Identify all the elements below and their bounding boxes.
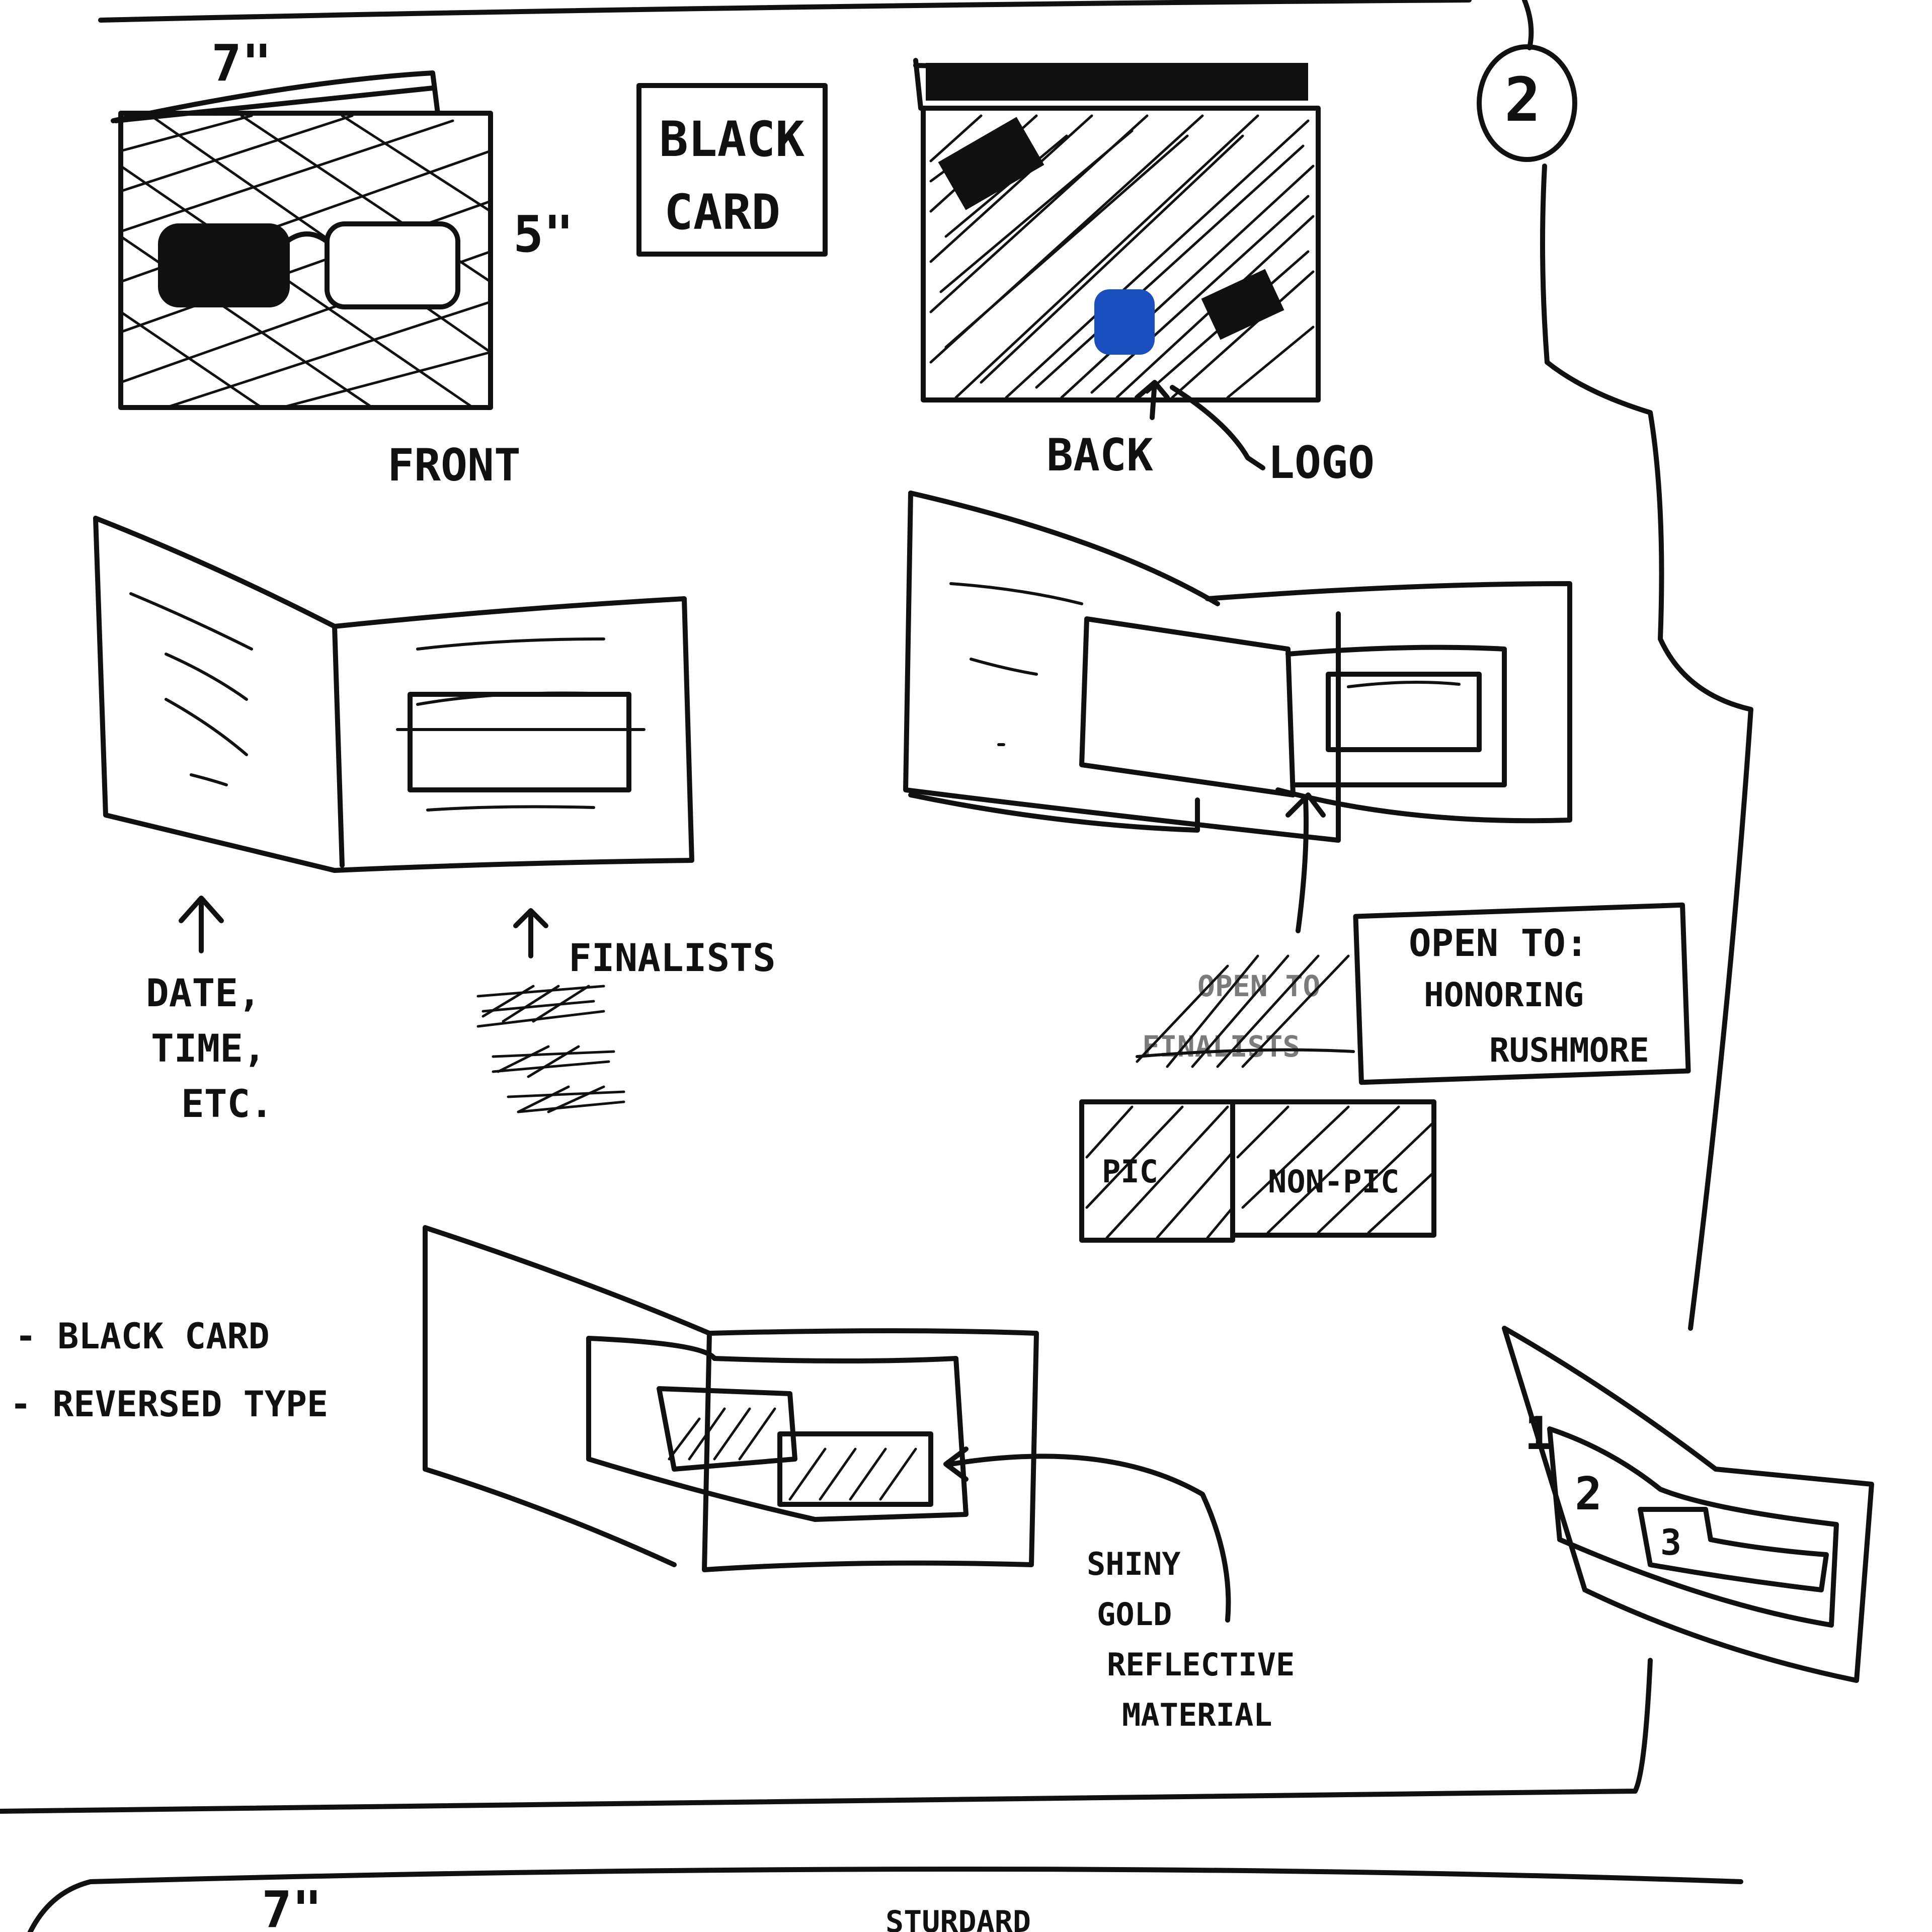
date-note-line2: TIME, — [151, 1026, 266, 1071]
date-note-line3: ETC. — [181, 1081, 273, 1126]
front-crosshatch — [119, 114, 492, 409]
shiny-note-line1: SHINY — [1087, 1546, 1181, 1582]
sketch-back: BACK LOGO — [913, 58, 1375, 489]
shiny-note-line2: GOLD — [1097, 1596, 1172, 1633]
shiny-note-line4: MATERIAL — [1122, 1697, 1272, 1733]
page-frame — [0, 0, 1753, 1932]
next-frame: 7" STURDARD — [262, 1880, 1031, 1932]
pic-tab-label: PIC — [1102, 1153, 1158, 1190]
back-label: BACK — [1046, 429, 1153, 481]
front-dim-top: 7" — [211, 34, 272, 93]
open-spread-right: OPEN TO: HONORING RUSHMORE OPEN TO FINAL… — [903, 491, 1691, 1243]
crossed-note-line1: OPEN TO — [1197, 969, 1320, 1003]
glasses-icon — [158, 221, 460, 309]
open-to-line1: OPEN TO: — [1409, 922, 1588, 965]
front-dim-side: 5" — [513, 205, 574, 264]
open-to-line3: RUSHMORE — [1489, 1031, 1649, 1070]
next-partial-text: STURDARD — [886, 1904, 1031, 1932]
bullet-black-card: - BLACK CARD — [15, 1316, 270, 1357]
next-dim-top: 7" — [262, 1880, 322, 1932]
front-label: FRONT — [387, 439, 521, 491]
layer-2: 2 — [1575, 1468, 1602, 1520]
date-note-line1: DATE, — [146, 971, 261, 1015]
crossed-out-scribble — [476, 985, 625, 1113]
black-card-note: BLACK CARD — [636, 83, 828, 257]
spread-bottom: SHINY GOLD REFLECTIVE MATERIAL — [423, 1225, 1295, 1733]
bullet-reversed-type: - REVERSED TYPE — [10, 1384, 328, 1425]
crossed-open-to — [1136, 954, 1355, 1068]
layer-3: 3 — [1660, 1522, 1681, 1563]
shiny-note-line3: REFLECTIVE — [1107, 1646, 1295, 1683]
logo-mark — [1094, 289, 1155, 355]
bullet-notes: - BLACK CARD - REVERSED TYPE — [10, 1316, 328, 1425]
page-number-badge: 2 — [1477, 44, 1577, 162]
open-to-line2: HONORING — [1424, 976, 1584, 1014]
finalists-note: FINALISTS — [569, 935, 776, 980]
non-pic-tab-label: NON-PIC — [1268, 1163, 1399, 1200]
layer-1: 1 — [1524, 1407, 1552, 1460]
black-card-line1: BLACK — [659, 111, 804, 168]
black-card-line2: CARD — [664, 184, 780, 240]
open-spread-left: DATE, TIME, ETC. FINALISTS — [93, 516, 776, 1126]
layered-card-sketch: 1 2 3 — [1502, 1326, 1874, 1683]
logo-label: LOGO — [1268, 437, 1375, 489]
sketch-front: 7" 5" FRONT — [111, 34, 574, 491]
pic-tab: PIC — [1079, 1099, 1235, 1243]
crossed-note-line2: FINALISTS — [1142, 1029, 1300, 1064]
page-number: 2 — [1504, 65, 1541, 135]
non-pic-tab: NON-PIC — [1230, 1099, 1436, 1238]
